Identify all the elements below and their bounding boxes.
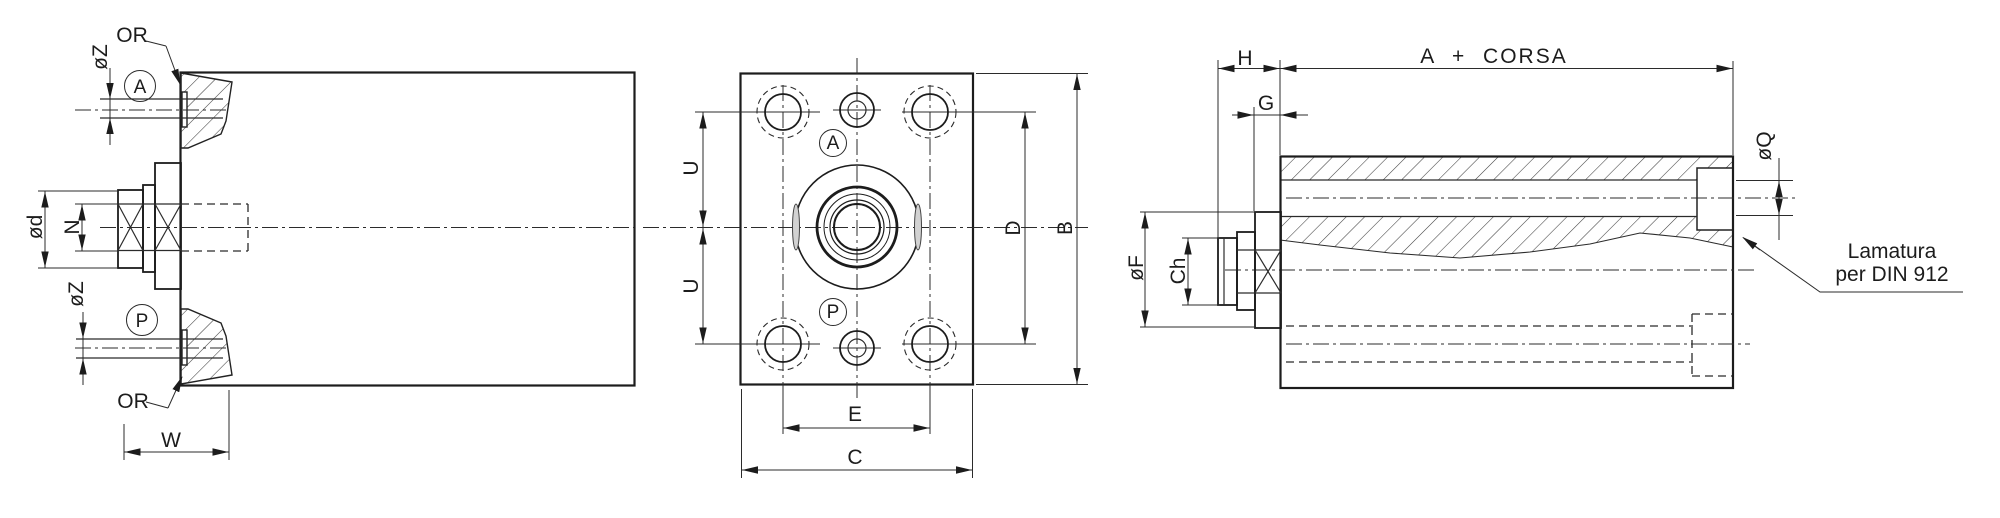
label-h: H: [1237, 47, 1252, 70]
section-view: H G A + CORSA øF Ch øQ Lamatura per DIN …: [1125, 45, 1963, 390]
label-e: E: [848, 403, 862, 426]
side-view: OR øZ A ød N øZ P OR W: [24, 24, 636, 460]
port-p-balloon: [126, 304, 158, 336]
centerlines-section: [1225, 197, 1798, 345]
centerlines-side: [75, 109, 634, 349]
hole-row-lines: [695, 109, 1036, 349]
screw-bore-lines: [1279, 179, 1734, 259]
dimensions-front: [699, 73, 1088, 478]
label-or-bottom: OR: [117, 390, 149, 413]
label-note-line2: per DIN 912: [1835, 263, 1948, 286]
section-wall-top: [1280, 156, 1733, 180]
rod-end-assembly-section: [1217, 211, 1282, 329]
boss-flat-left: [792, 203, 800, 251]
port-plug-bottom: [180, 308, 233, 385]
label-port-p-front: P: [827, 302, 840, 323]
dimensions-section: [1140, 60, 1963, 328]
dimensions-side: [38, 40, 230, 460]
label-u-lower: U: [680, 278, 703, 293]
label-port-a-front: A: [827, 133, 840, 154]
port-a-balloon-front: [819, 129, 847, 157]
rod-end-assembly-side: [117, 162, 182, 290]
mounting-holes: [756, 85, 957, 371]
rod-tip-section: [1217, 237, 1238, 306]
label-port-p-side: P: [136, 311, 149, 332]
label-d: D: [1002, 220, 1025, 235]
section-wall-broken: [1280, 216, 1733, 258]
hidden-rod-lines: [181, 203, 249, 252]
central-boss: [792, 164, 922, 290]
port-a-balloon: [124, 70, 156, 102]
hidden-lower-bore: [1286, 313, 1732, 377]
label-a-plus-stroke: A + CORSA: [1420, 45, 1567, 68]
label-or-top: OR: [116, 24, 148, 47]
label-b: B: [1054, 221, 1077, 235]
cylinder-body-section: [1279, 155, 1735, 390]
label-ch: Ch: [1167, 258, 1190, 285]
label-note-line1: Lamatura: [1848, 240, 1937, 263]
cylinder-body-side: [179, 71, 636, 387]
label-c: C: [847, 446, 862, 469]
rod-washer: [142, 184, 156, 273]
rod-gland-boss: [154, 162, 182, 290]
label-g: G: [1258, 92, 1274, 115]
port-p-balloon-front: [819, 298, 847, 326]
counterbore-pocket: [1696, 167, 1734, 231]
boss-flat-right: [914, 203, 922, 251]
label-n: N: [61, 219, 84, 234]
port-holes: [839, 92, 875, 366]
label-dia-f: øF: [1125, 255, 1148, 281]
rod-nut: [117, 189, 144, 269]
label-w: W: [161, 429, 181, 452]
label-dia-q: øQ: [1753, 131, 1776, 160]
washer-section: [1236, 231, 1256, 311]
front-view: U U A P D B E C: [643, 58, 1088, 478]
label-dia-z-top: øZ: [89, 44, 112, 70]
port-bore-lines: [76, 98, 223, 359]
label-port-a-side: A: [134, 77, 147, 98]
centerlines-front: [643, 58, 1088, 398]
label-dia-d: ød: [24, 215, 47, 240]
label-dia-z-bottom: øZ: [65, 281, 88, 307]
label-u-upper: U: [680, 160, 703, 175]
